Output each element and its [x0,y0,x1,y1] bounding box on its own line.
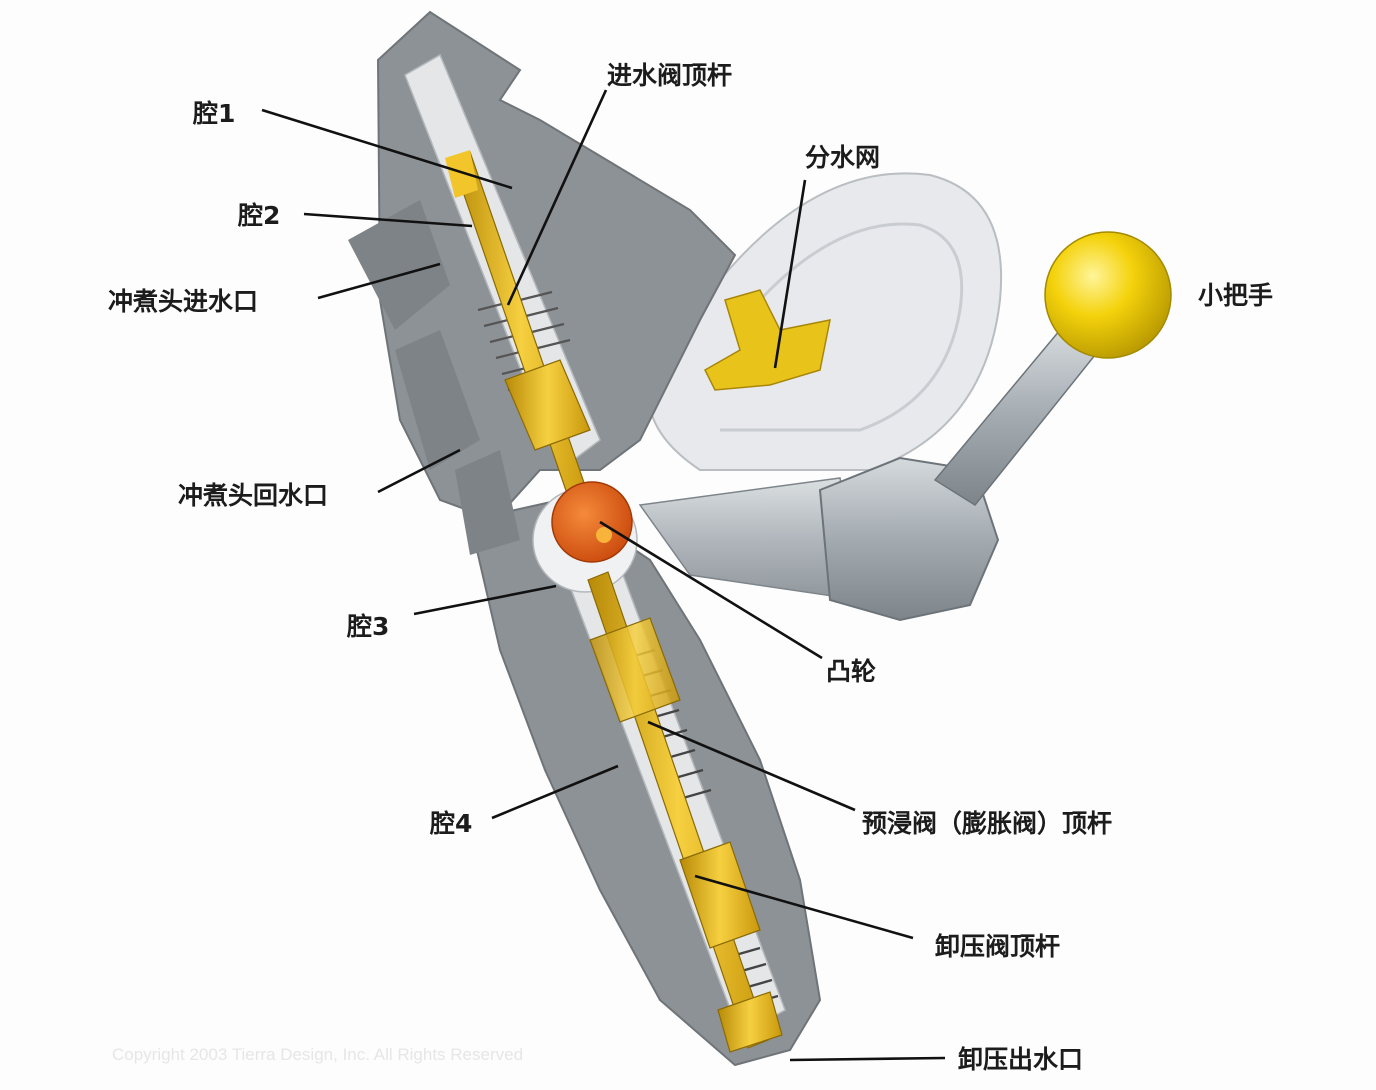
label-inlet: 冲煮头进水口 [108,287,258,316]
label-preinfusion-rod: 预浸阀（膨胀阀）顶杆 [862,809,1112,838]
label-cavity3: 腔3 [346,612,389,641]
label-cavity4: 腔4 [429,809,472,838]
label-splitter: 分水网 [805,143,880,172]
watermark: Copyright 2003 Tierra Design, Inc. All R… [112,1045,523,1064]
label-release-rod: 卸压阀顶杆 [935,932,1060,961]
label-handle: 小把手 [1198,281,1273,310]
label-cavity2: 腔2 [237,201,280,230]
handle-hub [818,456,1000,622]
handle-knob [1044,231,1172,359]
label-release-outlet: 卸压出水口 [958,1045,1083,1074]
leader-lines [261,89,946,1062]
water-splitter [704,289,831,391]
label-cavity1: 腔1 [192,99,235,128]
label-cam: 凸轮 [826,657,876,686]
cam [551,481,633,563]
label-inlet-valve-rod: 进水阀顶杆 [607,61,732,90]
label-return: 冲煮头回水口 [178,481,328,510]
